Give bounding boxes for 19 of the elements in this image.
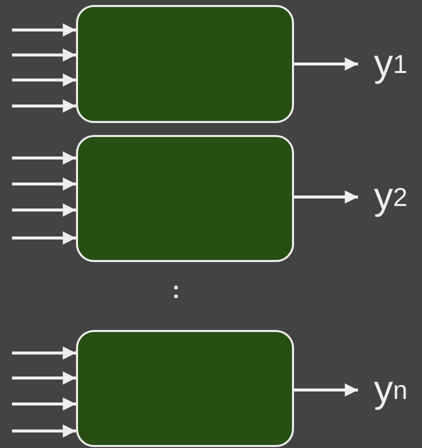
ellipsis-label: : <box>172 279 180 303</box>
arrow <box>12 397 76 411</box>
arrow <box>12 99 76 113</box>
arrow <box>12 48 76 62</box>
arrow <box>12 346 76 360</box>
arrow <box>12 371 76 385</box>
process-box <box>76 330 294 447</box>
arrow <box>12 424 76 438</box>
process-box <box>76 5 294 123</box>
arrow <box>294 383 358 397</box>
arrow <box>12 23 76 37</box>
arrow <box>294 190 358 204</box>
arrow <box>294 57 358 71</box>
arrow <box>12 151 76 165</box>
arrow <box>12 73 76 87</box>
arrow <box>12 231 76 245</box>
arrow <box>12 177 76 191</box>
arrow <box>12 203 76 217</box>
process-box <box>76 135 294 262</box>
